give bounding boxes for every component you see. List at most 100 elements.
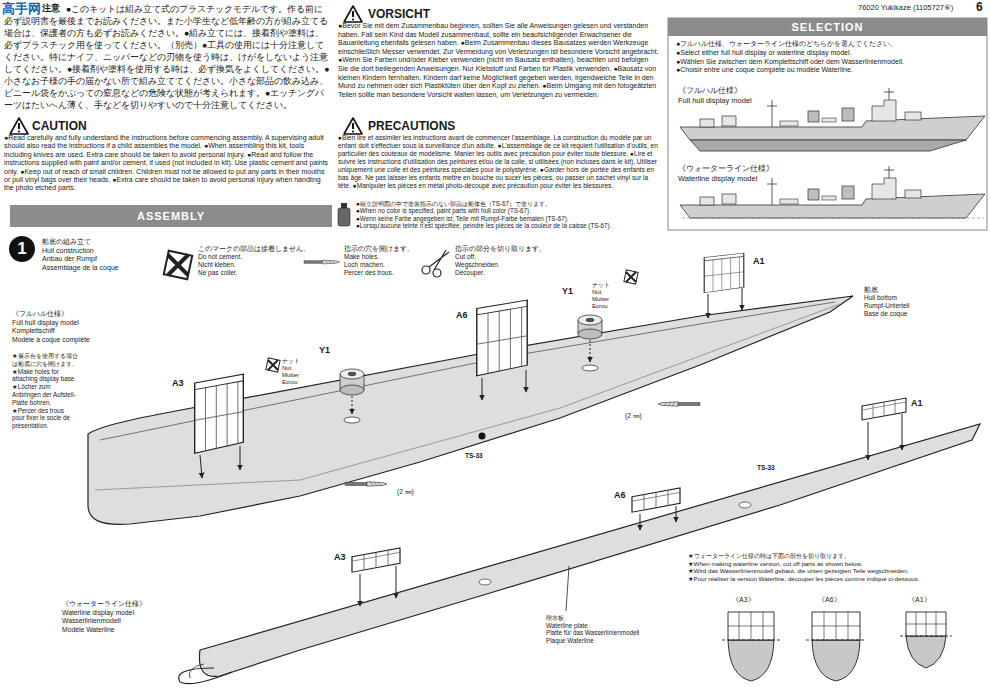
section-heading: VORSICHT bbox=[368, 7, 430, 21]
illustration bbox=[266, 358, 280, 372]
paint-note: ●Wenn keine Farbe angegeben ist, Teile m… bbox=[356, 215, 666, 222]
cutoff-diagram bbox=[906, 636, 946, 668]
section-heading-group: 注意 bbox=[42, 3, 60, 14]
note-text: ★Percer des trous pour fixer le socle de… bbox=[12, 407, 78, 430]
part-number-group: Y1 bbox=[318, 345, 331, 356]
symbol-legend: Percer des trous. bbox=[344, 269, 414, 277]
part-name: Base de coque bbox=[864, 310, 910, 318]
part-number-group: 《A6》 bbox=[818, 596, 841, 604]
part-name: Hull bottom bbox=[864, 294, 910, 302]
section-heading: CAUTION bbox=[32, 119, 87, 133]
step-title: 船底の組み立て bbox=[42, 238, 119, 247]
symbol-legend-group: 指示の部分を切り取ります。Cut off.Wegschneiden.Découp… bbox=[455, 245, 546, 277]
part-number-group: A1 bbox=[752, 256, 766, 267]
part-number-group: 《A3》 bbox=[732, 596, 755, 604]
illustration bbox=[477, 300, 527, 376]
option-label-group: 《ウォーターライン仕様》Waterline display model bbox=[678, 164, 774, 184]
illustration bbox=[344, 6, 362, 22]
assembly-arrow bbox=[396, 566, 397, 598]
part-name: ナット bbox=[592, 282, 610, 289]
assembly-arrow bbox=[482, 378, 483, 400]
page-number: 6 bbox=[976, 0, 983, 14]
part-name: Mutter bbox=[592, 296, 610, 303]
symbol-legend: Wegschneiden. bbox=[455, 261, 546, 269]
assembly-arrow bbox=[742, 288, 743, 310]
part-name: Rumpf-Unterteil bbox=[864, 302, 910, 310]
illustration bbox=[352, 548, 400, 572]
option-label: Komplettschiff bbox=[12, 327, 90, 336]
caution-text: ●Bien lire et assimiler les instructions… bbox=[338, 134, 660, 190]
assembly-arrow bbox=[360, 574, 361, 606]
part-number: Y1 bbox=[562, 286, 573, 297]
cutoff-diagram bbox=[722, 636, 952, 640]
waterline-plate bbox=[179, 668, 232, 684]
step-number: 1 bbox=[9, 236, 35, 262]
part-name: Plaque Waterline bbox=[546, 637, 639, 645]
section-heading-group: PRECAUTIONS bbox=[368, 119, 455, 133]
symbol-legend: Cut off. bbox=[455, 253, 546, 261]
cutoff-diagram bbox=[728, 612, 774, 640]
part-name-group: 喫水板Waterline platePlatte für das Wasserl… bbox=[546, 614, 639, 644]
dimension: (2 ㎜) bbox=[625, 412, 642, 420]
part-name: ナット bbox=[282, 358, 300, 365]
leader-line bbox=[566, 566, 569, 611]
paint-dot bbox=[479, 433, 486, 440]
assembly-arrow bbox=[240, 446, 241, 470]
kit-number-group: 76020 Yukikaze (1105727⑥) bbox=[858, 3, 953, 12]
symbol-legend: Make holes. bbox=[344, 253, 414, 261]
paint-note-group: ●組立説明図の中で塗装指示のない部品は船体色（TS-67）で塗ります。●When… bbox=[356, 200, 666, 230]
assembly-arrow bbox=[868, 422, 869, 460]
step-title: Hull construction bbox=[42, 247, 119, 256]
nut-part bbox=[340, 385, 364, 395]
assembly-arrow bbox=[200, 288, 742, 478]
section-heading: PRECAUTIONS bbox=[368, 119, 455, 133]
illustration bbox=[195, 374, 244, 453]
part-name: Nut bbox=[592, 289, 610, 296]
hull-full bbox=[88, 296, 853, 524]
waterline-plate bbox=[199, 424, 980, 676]
cutoff-diagram bbox=[728, 612, 774, 640]
part-name-group: 船底Hull bottomRumpf-UnterteilBase de coqu… bbox=[864, 286, 910, 318]
node-text: 1 bbox=[17, 239, 26, 259]
part-name: Nut bbox=[282, 365, 300, 372]
part-number-group: Y1 bbox=[561, 286, 574, 297]
part-name: Ecrou bbox=[592, 303, 610, 310]
part-number: A1 bbox=[911, 398, 923, 409]
symbol-legend: Do not cement. bbox=[198, 253, 310, 261]
assembly-arrow bbox=[352, 396, 353, 414]
instruction-text: ●Select either full hull display or wate… bbox=[676, 49, 982, 58]
note-text: ★展示台を使用する場合は船底に穴を開けます。 bbox=[12, 352, 78, 368]
part-number: A3 bbox=[172, 378, 184, 389]
option-label: Wasserlinienmodell bbox=[62, 617, 146, 626]
cutoff-diagram bbox=[722, 612, 952, 681]
paint-code-group: TS-33 bbox=[464, 452, 484, 460]
hull-full bbox=[88, 296, 853, 524]
cutoff-diagram bbox=[728, 640, 774, 681]
node-text: SELECTION bbox=[792, 21, 864, 33]
part-name: 喫水板 bbox=[546, 614, 639, 622]
part-name-group: ナットNutMutterEcrou bbox=[282, 358, 300, 386]
assembly-arrow bbox=[526, 370, 527, 392]
cutoff-diagram bbox=[812, 640, 860, 681]
symbol-legend: Nicht kleben. bbox=[198, 261, 310, 269]
symbol-legend-group: 指示の穴を開けます。Make holes.Loch machen.Percer … bbox=[344, 245, 414, 277]
page-number-group: 6 bbox=[976, 0, 983, 14]
section-heading: 注意 bbox=[42, 3, 60, 14]
caution-text: ●このキットは組み立て式のプラスチックモデルです。作る前に必ず説明書を最後までお… bbox=[4, 3, 330, 111]
step-title: Assemblage de la coque bbox=[42, 264, 119, 273]
waterline-plate bbox=[189, 664, 204, 678]
part-number-group: A3 bbox=[171, 378, 185, 389]
part-number: A1 bbox=[753, 256, 765, 267]
illustration bbox=[704, 253, 744, 293]
illustration bbox=[680, 166, 985, 218]
part-number: A6 bbox=[456, 310, 468, 321]
waterline-plate bbox=[179, 424, 980, 684]
kit-number: 76020 Yukikaze (1105727⑥) bbox=[858, 3, 953, 12]
symbol-legend-group: このマークの部品は接着しません。Do not cement.Nicht kleb… bbox=[198, 245, 310, 277]
part-name: Waterline plate bbox=[546, 622, 639, 630]
caution-text-group: ●Bien lire et assimiler les instructions… bbox=[338, 134, 660, 190]
caution-text-group: ●Read carefully and fully understand the… bbox=[4, 134, 330, 193]
paint-code: TS-33 bbox=[465, 452, 483, 460]
part-name: Platte für das Wasserlinienmodell bbox=[546, 629, 639, 637]
assembly-arrow bbox=[708, 294, 709, 318]
